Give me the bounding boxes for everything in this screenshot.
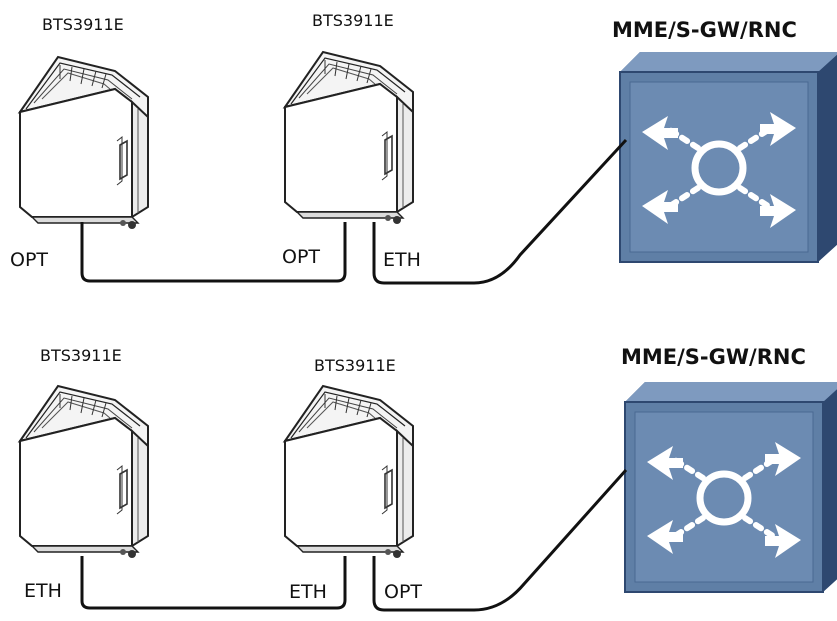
cable-link [372,468,628,612]
cable-link [80,556,347,610]
cable-link [372,138,628,285]
core-label: MME/S-GW/RNC [612,18,797,42]
bts-label: BTS3911E [42,15,124,34]
bts-unit-icon [284,51,414,225]
port-label: ETH [289,581,327,603]
bts-label: BTS3911E [314,356,396,375]
core-label: MME/S-GW/RNC [621,345,806,369]
bts-unit-icon [19,385,149,559]
port-label: OPT [384,581,422,603]
diagram-bottom: BTS3911E BTS3911E MME/S-GW/RNC ETH ETH O… [19,345,837,612]
router-icon [620,52,837,262]
bts-label: BTS3911E [40,346,122,365]
bts-label: BTS3911E [312,11,394,30]
cable-link [80,222,347,283]
router-icon [625,382,837,592]
port-label: ETH [24,580,62,602]
port-label: OPT [10,249,48,271]
port-label: ETH [383,249,421,271]
bts-unit-icon [19,56,149,230]
bts-unit-icon [284,385,414,559]
port-label: OPT [282,246,320,268]
diagram-top: BTS3911E BTS3911E MME/S-GW/RNC OPT OPT E… [10,11,837,285]
